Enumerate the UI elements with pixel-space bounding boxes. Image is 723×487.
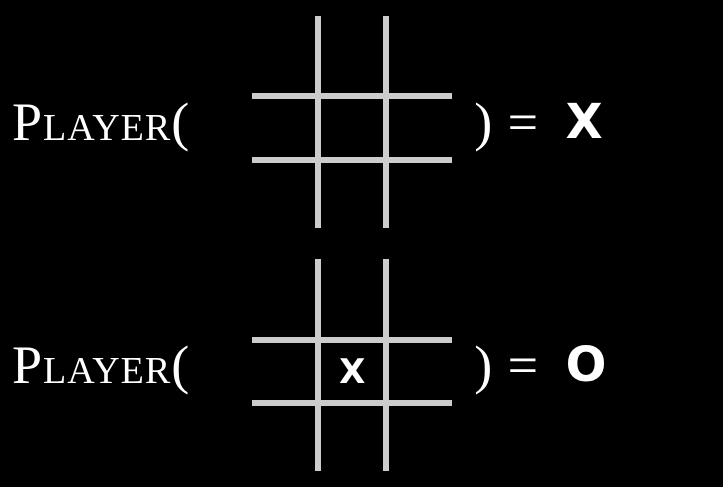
grid-line-horizontal-bottom (252, 156, 453, 163)
board-cell (386, 160, 452, 228)
function-close-equals: ) = (474, 91, 554, 152)
board-cell (318, 96, 386, 160)
board-cell (252, 259, 318, 340)
player-function-row-2: Player( X ) = O (0, 244, 723, 487)
board-cell (318, 259, 386, 340)
grid-line-vertical-right (383, 15, 390, 228)
board-cell (252, 160, 318, 228)
board-cell (386, 16, 452, 97)
board-cell (318, 403, 386, 471)
tictactoe-board-center-x: X (252, 259, 453, 472)
board-cell (386, 340, 452, 404)
board-cell (318, 160, 386, 228)
board-cell (252, 403, 318, 471)
grid-line-horizontal-top (252, 336, 453, 343)
board-cell (252, 16, 318, 97)
result-mark-o: O (565, 337, 609, 394)
grid-line-vertical-left (315, 259, 322, 472)
function-label: Player( (12, 335, 191, 396)
grid-line-horizontal-bottom (252, 400, 453, 407)
grid-line-vertical-left (315, 15, 322, 228)
board-cell (386, 96, 452, 160)
grid-line-horizontal-top (252, 93, 453, 100)
board-cell (252, 340, 318, 404)
board-cells: X (252, 259, 452, 471)
grid-line-vertical-right (383, 259, 390, 472)
board-cell (318, 16, 386, 97)
board-cell (252, 96, 318, 160)
function-close-equals: ) = (474, 335, 554, 396)
board-cells (252, 16, 452, 228)
board-cell-center-x: X (339, 351, 366, 392)
board-cell (386, 259, 452, 340)
result-mark-x: X (565, 93, 605, 150)
player-function-row-1: Player( ) = X (12, 15, 605, 228)
tictactoe-board-empty (252, 15, 453, 228)
board-cell (386, 403, 452, 471)
function-label: Player( (12, 91, 191, 152)
